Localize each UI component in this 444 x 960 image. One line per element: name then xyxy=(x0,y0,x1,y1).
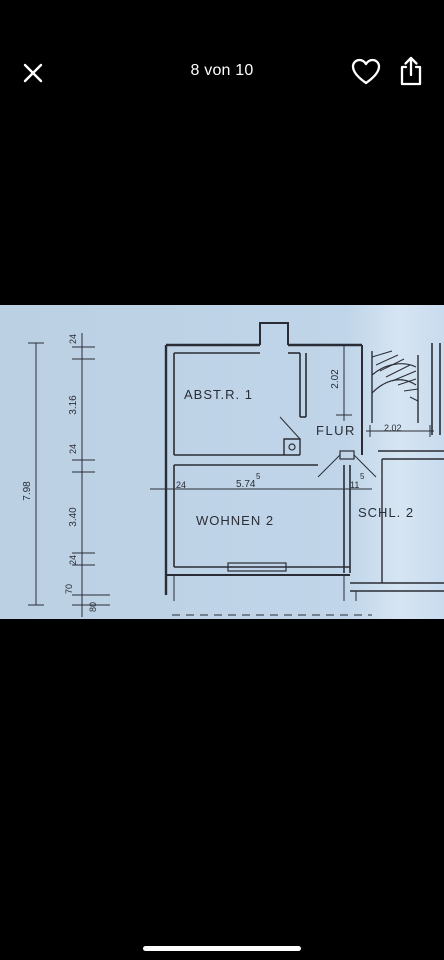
dim-bottom-a: 70 xyxy=(64,584,74,594)
favorite-button[interactable] xyxy=(350,56,382,88)
dim-right-wall: 11 xyxy=(350,480,359,490)
dim-flur-height: 2.02 xyxy=(330,369,341,389)
plan-lines xyxy=(28,322,444,617)
heart-icon xyxy=(351,58,381,85)
floor-plan-photo[interactable]: 7.98 24 3.16 24 3.40 24 70 80 2.02 2.02 … xyxy=(0,305,444,619)
close-icon xyxy=(23,63,43,83)
floor-plan-image: 7.98 24 3.16 24 3.40 24 70 80 2.02 2.02 … xyxy=(0,305,444,619)
dim-room-width: 5.74 xyxy=(236,479,256,490)
dim-lower-room: 3.40 xyxy=(68,507,79,527)
room-label-flur: FLUR xyxy=(316,423,356,438)
home-indicator[interactable] xyxy=(143,946,301,951)
dim-mid-wall: 24 xyxy=(68,444,78,454)
dim-total-height: 7.98 xyxy=(22,481,33,501)
dim-top-wall: 24 xyxy=(68,334,78,344)
dim-bottom-b: 80 xyxy=(88,602,98,612)
image-counter: 8 von 10 xyxy=(190,62,254,79)
close-button[interactable] xyxy=(18,58,48,88)
share-button[interactable] xyxy=(396,54,426,88)
top-bar: 8 von 10 xyxy=(0,0,444,120)
dim-left-wall: 24 xyxy=(176,480,186,490)
dim-right-wall-sup: 5 xyxy=(360,472,365,481)
room-label-schl: SCHL. 2 xyxy=(358,505,414,520)
paper-background xyxy=(0,305,444,619)
dim-flur-width: 2.02 xyxy=(384,423,402,433)
dim-lower-wall: 24 xyxy=(68,555,78,565)
room-label-wohnen: WOHNEN 2 xyxy=(196,513,274,528)
dim-upper-room: 3.16 xyxy=(68,395,79,415)
dim-room-width-sup: 5 xyxy=(256,472,261,481)
room-label-abst: ABST.R. 1 xyxy=(184,387,253,402)
share-icon xyxy=(400,56,422,86)
